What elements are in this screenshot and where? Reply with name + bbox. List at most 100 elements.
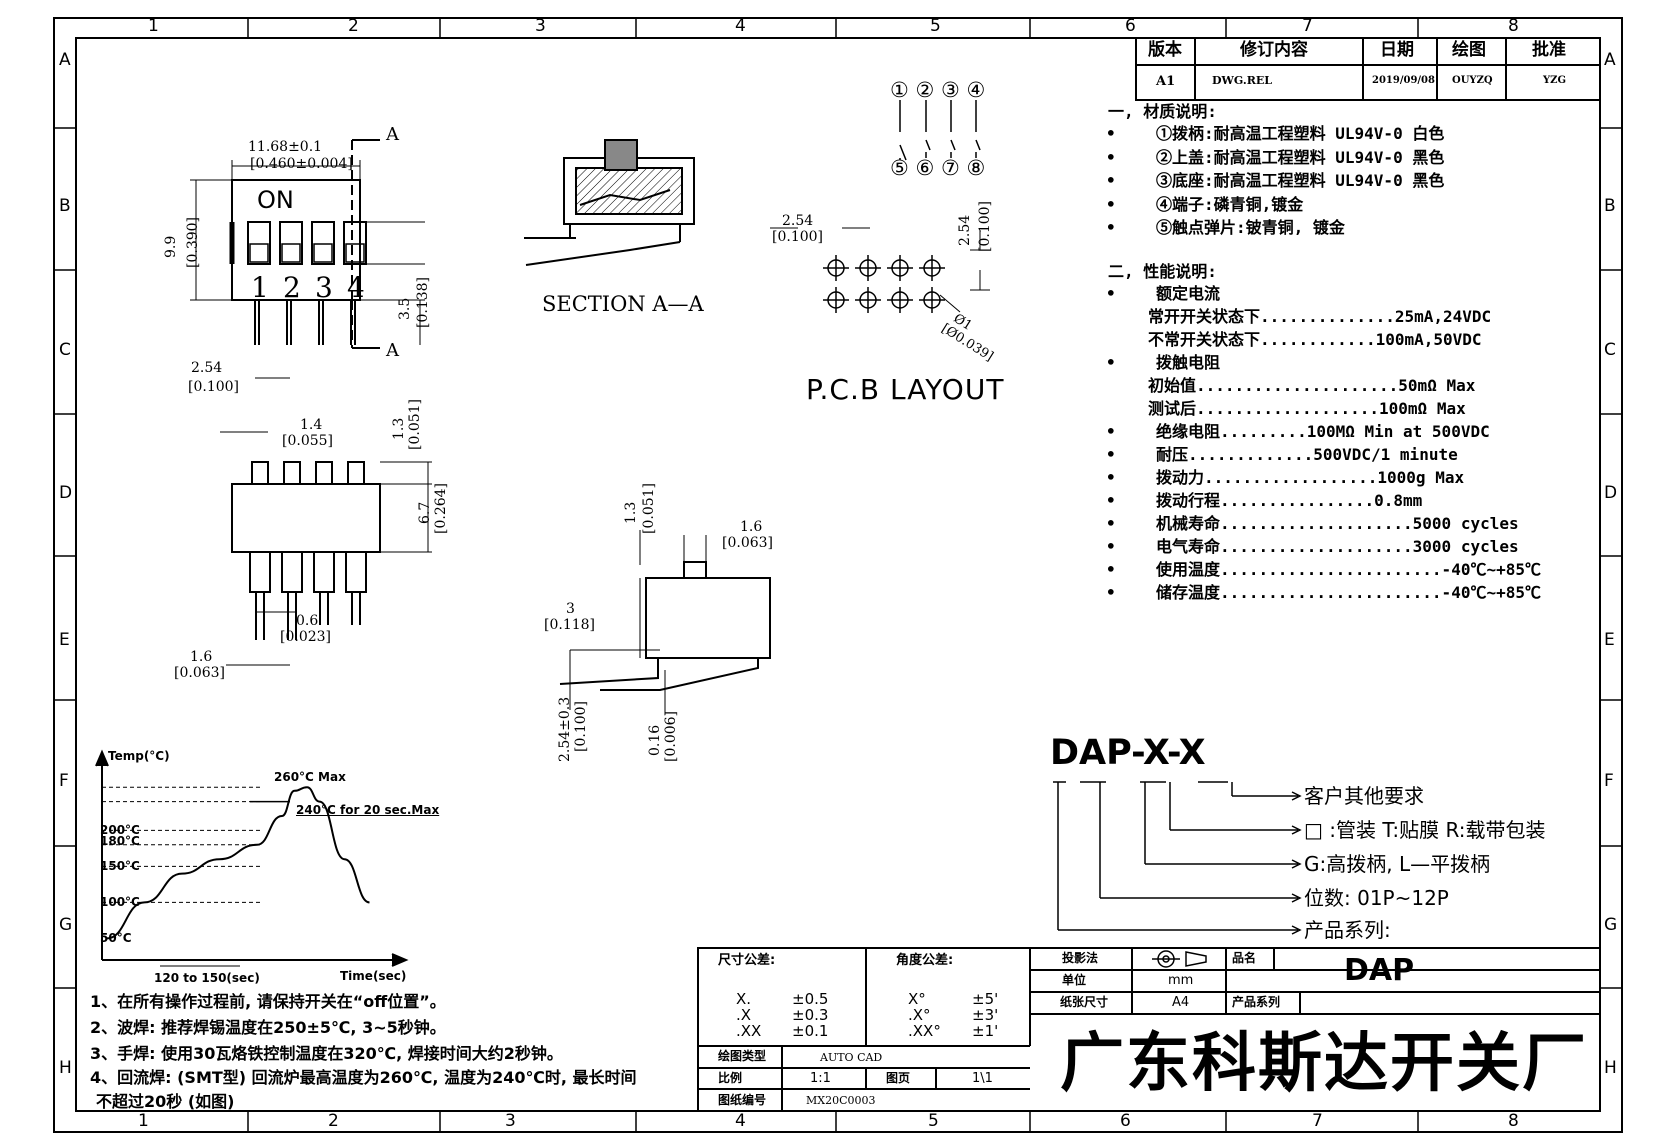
part-legend-item: 产品系列:	[1304, 918, 1391, 942]
name-label: 品名	[1232, 951, 1257, 965]
performance-title: 二, 性能说明:	[1108, 262, 1217, 281]
scale-label: 比例	[718, 1071, 743, 1085]
soldering-note: 2、波焊: 推荐焊锡温度在250±5℃, 3~5秒钟。	[90, 1018, 446, 1037]
rev-drawn-value: OUYZQ	[1452, 75, 1493, 86]
pcb-hole-pattern	[823, 255, 945, 313]
soldering-note: 1、在所有操作过程前, 请保持开关在“off位置”。	[90, 992, 446, 1011]
grid-col-label: 3	[505, 1111, 516, 1131]
part-legend-item: □ :管装 T:贴膜 R:载带包装	[1304, 818, 1546, 842]
angle-value: ±3'	[972, 1006, 999, 1024]
performance-bullet: •	[1106, 537, 1116, 556]
reflow-tick-label: 50°C	[100, 931, 132, 946]
end-dim-e-in: [0.006]	[663, 710, 679, 762]
performance-bullet: •	[1106, 514, 1116, 533]
page-value: 1\1	[972, 1071, 993, 1086]
rev-content-value: DWG.REL	[1212, 74, 1272, 87]
performance-bullet: •	[1106, 468, 1116, 487]
section-label: SECTION A—A	[542, 292, 704, 316]
angle-symbol: X°	[908, 990, 926, 1008]
rev-header-content: 修订内容	[1240, 40, 1308, 60]
grid-row-label: D	[59, 483, 73, 503]
material-item: ①拨柄:耐高温工程塑料 UL94V-0 白色	[1156, 124, 1445, 143]
title-block-lines	[697, 947, 1601, 1112]
end-view-drawing	[559, 530, 771, 715]
end-dim-d-in: [0.100]	[573, 700, 589, 752]
grid-col-label: 4	[735, 16, 746, 36]
switch-schematic	[899, 100, 981, 161]
reflow-gridlines	[102, 786, 260, 903]
performance-item: 储存温度.......................-40℃~+85℃	[1156, 583, 1541, 602]
performance-item: 耐压.............500VDC/1 minute	[1156, 445, 1458, 464]
side-dim-e: 1.6	[190, 649, 213, 665]
series-label: 产品系列	[1232, 995, 1281, 1009]
end-dim-c-in: [0.118]	[544, 617, 596, 633]
material-bullet: •	[1106, 218, 1116, 237]
unit-label: 单位	[1062, 973, 1087, 987]
pcb-dim-h: 2.54	[782, 213, 814, 229]
rev-approved-value: YZG	[1543, 75, 1566, 86]
part-legend-item: 位数: 01P~12P	[1304, 886, 1449, 910]
grid-row-label: B	[1604, 196, 1616, 216]
grid-row-label: G	[59, 915, 73, 935]
material-bullet: •	[1106, 147, 1116, 167]
part-legend-item: G:高拨柄, L—平拨柄	[1304, 852, 1491, 876]
paper-value: A4	[1172, 995, 1190, 1010]
switch-number: 4	[347, 271, 365, 304]
grid-row-label: F	[59, 771, 69, 791]
grid-row-label: F	[1604, 771, 1614, 791]
pcb-dimension-lines	[770, 227, 990, 313]
projection-symbol	[1152, 950, 1207, 968]
switch-number: 3	[315, 271, 333, 304]
revision-table	[1135, 37, 1601, 101]
schematic-pin-bottom: ⑤	[890, 156, 909, 180]
performance-bullet: •	[1106, 491, 1116, 510]
zone-ticks	[54, 18, 1622, 1132]
drawing-no-label: 图纸编号	[718, 1093, 767, 1107]
top-view-drawing	[190, 139, 425, 379]
rev-date-value: 2019/09/08	[1372, 75, 1435, 86]
grid-col-label: 3	[535, 16, 546, 36]
side-dim-d-in: [0.023]	[280, 629, 332, 645]
top-pitch-dim: 2.54	[191, 360, 223, 376]
top-lead-dim: 3.5	[397, 297, 413, 320]
performance-item: 电气寿命....................3000 cycles	[1156, 537, 1519, 556]
performance-bullet: •	[1106, 353, 1116, 372]
side-dim-b: 1.3	[391, 417, 407, 440]
tolerance-symbol: .XX	[736, 1022, 762, 1040]
projection-label: 投影法	[1062, 951, 1099, 965]
part-number-code: DAP-X-X	[1050, 733, 1206, 773]
grid-col-label: 1	[148, 16, 159, 36]
grid-row-label: D	[1604, 483, 1618, 503]
part-legend-item: 客户其他要求	[1304, 784, 1424, 808]
tolerance-symbol: .X	[736, 1006, 752, 1024]
top-pitch-dim-in: [0.100]	[188, 379, 240, 395]
material-item: ②上盖:耐高温工程塑料 UL94V-0 黑色	[1156, 147, 1445, 167]
tolerance-value: ±0.1	[792, 1022, 829, 1040]
performance-item: 测试后...................100mΩ Max	[1148, 399, 1466, 418]
drawing-type-value: AUTO CAD	[820, 1051, 883, 1064]
reflow-peak-label: 260°C Max	[274, 770, 346, 784]
company-name: 广东科斯达开关厂	[1060, 1027, 1588, 1101]
tolerance-symbol: X.	[736, 990, 752, 1008]
schematic-pin-top: ②	[915, 78, 935, 102]
materials-title: 一, 材质说明:	[1108, 102, 1217, 121]
schematic-pin-bottom: ⑥	[915, 156, 935, 180]
reflow-curve	[106, 786, 370, 940]
end-dim-a: 1.3	[623, 501, 639, 524]
section-marker-top: A	[386, 124, 399, 145]
performance-bullet: •	[1106, 583, 1116, 602]
grid-row-label: B	[59, 196, 71, 216]
soldering-note: 3、手焊: 使用30瓦烙铁控制温度在320℃, 焊接时间大约2秒钟。	[90, 1044, 563, 1063]
reflow-tick-label: 150°C	[100, 859, 140, 874]
grid-row-label: E	[1604, 630, 1615, 650]
grid-row-label: A	[1604, 50, 1616, 70]
performance-item: 初始值.....................50mΩ Max	[1148, 376, 1476, 395]
switch-number: 2	[283, 271, 301, 304]
grid-row-label: H	[59, 1058, 72, 1078]
grid-row-label: A	[59, 50, 71, 70]
section-marker-bottom: A	[386, 340, 399, 361]
reflow-chart-axes	[95, 749, 409, 967]
grid-col-label: 2	[328, 1111, 339, 1131]
reflow-ylabel: Temp(°C)	[108, 749, 170, 763]
switch-number: 1	[251, 271, 269, 304]
